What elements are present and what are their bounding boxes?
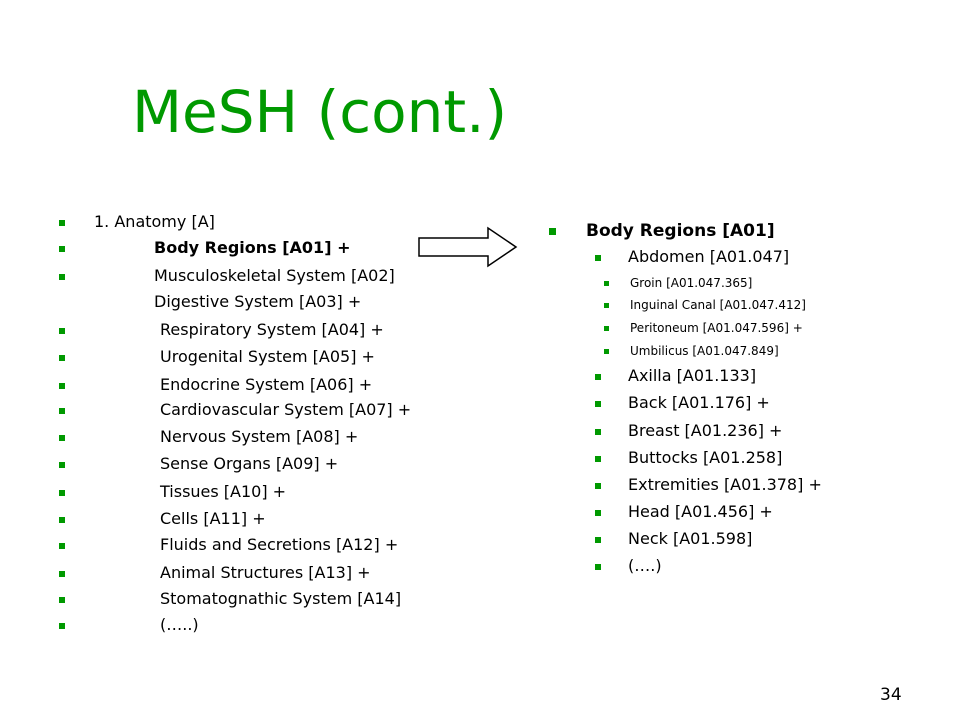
list-item: Urogenital System [A05] +: [59, 347, 375, 367]
list-item: Breast [A01.236] +: [595, 421, 782, 441]
square-bullet-icon: [59, 328, 65, 334]
list-item: Musculoskeletal System [A02]: [59, 266, 395, 286]
square-bullet-icon: [59, 490, 65, 496]
square-bullet-icon: [59, 435, 65, 441]
square-bullet-icon: [59, 246, 65, 252]
square-bullet-icon: [59, 543, 65, 549]
list-item: Digestive System [A03] +: [154, 292, 362, 311]
slide-title: MeSH (cont.): [132, 78, 508, 146]
square-bullet-icon: [59, 220, 65, 226]
list-item: 1. Anatomy [A]: [59, 212, 215, 232]
square-bullet-icon: [604, 349, 609, 354]
list-item: Tissues [A10] +: [59, 482, 286, 502]
square-bullet-icon: [595, 483, 601, 489]
list-item: Sense Organs [A09] +: [59, 454, 338, 474]
list-item: Animal Structures [A13] +: [59, 563, 371, 583]
square-bullet-icon: [604, 326, 609, 331]
list-item: Umbilicus [A01.047.849]: [604, 343, 779, 359]
square-bullet-icon: [59, 462, 65, 468]
square-bullet-icon: [595, 537, 601, 543]
square-bullet-icon: [595, 510, 601, 516]
square-bullet-icon: [59, 571, 65, 577]
list-item: Buttocks [A01.258]: [595, 448, 782, 468]
list-item: Axilla [A01.133]: [595, 366, 756, 386]
square-bullet-icon: [549, 228, 556, 235]
square-bullet-icon: [595, 374, 601, 380]
square-bullet-icon: [59, 274, 65, 280]
list-item: Neck [A01.598]: [595, 529, 752, 549]
square-bullet-icon: [604, 281, 609, 286]
list-item: Nervous System [A08] +: [59, 427, 358, 447]
list-item: (….): [595, 556, 662, 576]
square-bullet-icon: [595, 456, 601, 462]
right-arrow-icon: [418, 226, 518, 268]
list-item: Cells [A11] +: [59, 509, 266, 529]
list-item: Abdomen [A01.047]: [595, 247, 789, 267]
square-bullet-icon: [595, 564, 601, 570]
square-bullet-icon: [59, 517, 65, 523]
square-bullet-icon: [59, 408, 65, 414]
list-item: Groin [A01.047.365]: [604, 275, 752, 291]
page-number: 34: [880, 685, 902, 705]
list-heading: Body Regions [A01]: [549, 220, 775, 242]
list-item: (…..): [59, 615, 199, 635]
list-item: Body Regions [A01] +: [59, 238, 350, 258]
list-item: Stomatognathic System [A14]: [59, 589, 401, 609]
square-bullet-icon: [595, 429, 601, 435]
list-item: Back [A01.176] +: [595, 393, 770, 413]
square-bullet-icon: [59, 383, 65, 389]
list-item: Endocrine System [A06] +: [59, 375, 372, 395]
list-item: Cardiovascular System [A07] +: [59, 400, 411, 420]
square-bullet-icon: [595, 255, 601, 261]
square-bullet-icon: [604, 303, 609, 308]
square-bullet-icon: [59, 355, 65, 361]
square-bullet-icon: [595, 401, 601, 407]
list-item: Peritoneum [A01.047.596] +: [604, 320, 803, 336]
list-item: Inguinal Canal [A01.047.412]: [604, 297, 806, 313]
square-bullet-icon: [59, 597, 65, 603]
list-item: Extremities [A01.378] +: [595, 475, 822, 495]
list-item: Fluids and Secretions [A12] +: [59, 535, 398, 555]
list-item: Head [A01.456] +: [595, 502, 773, 522]
list-item: Respiratory System [A04] +: [59, 320, 384, 340]
square-bullet-icon: [59, 623, 65, 629]
